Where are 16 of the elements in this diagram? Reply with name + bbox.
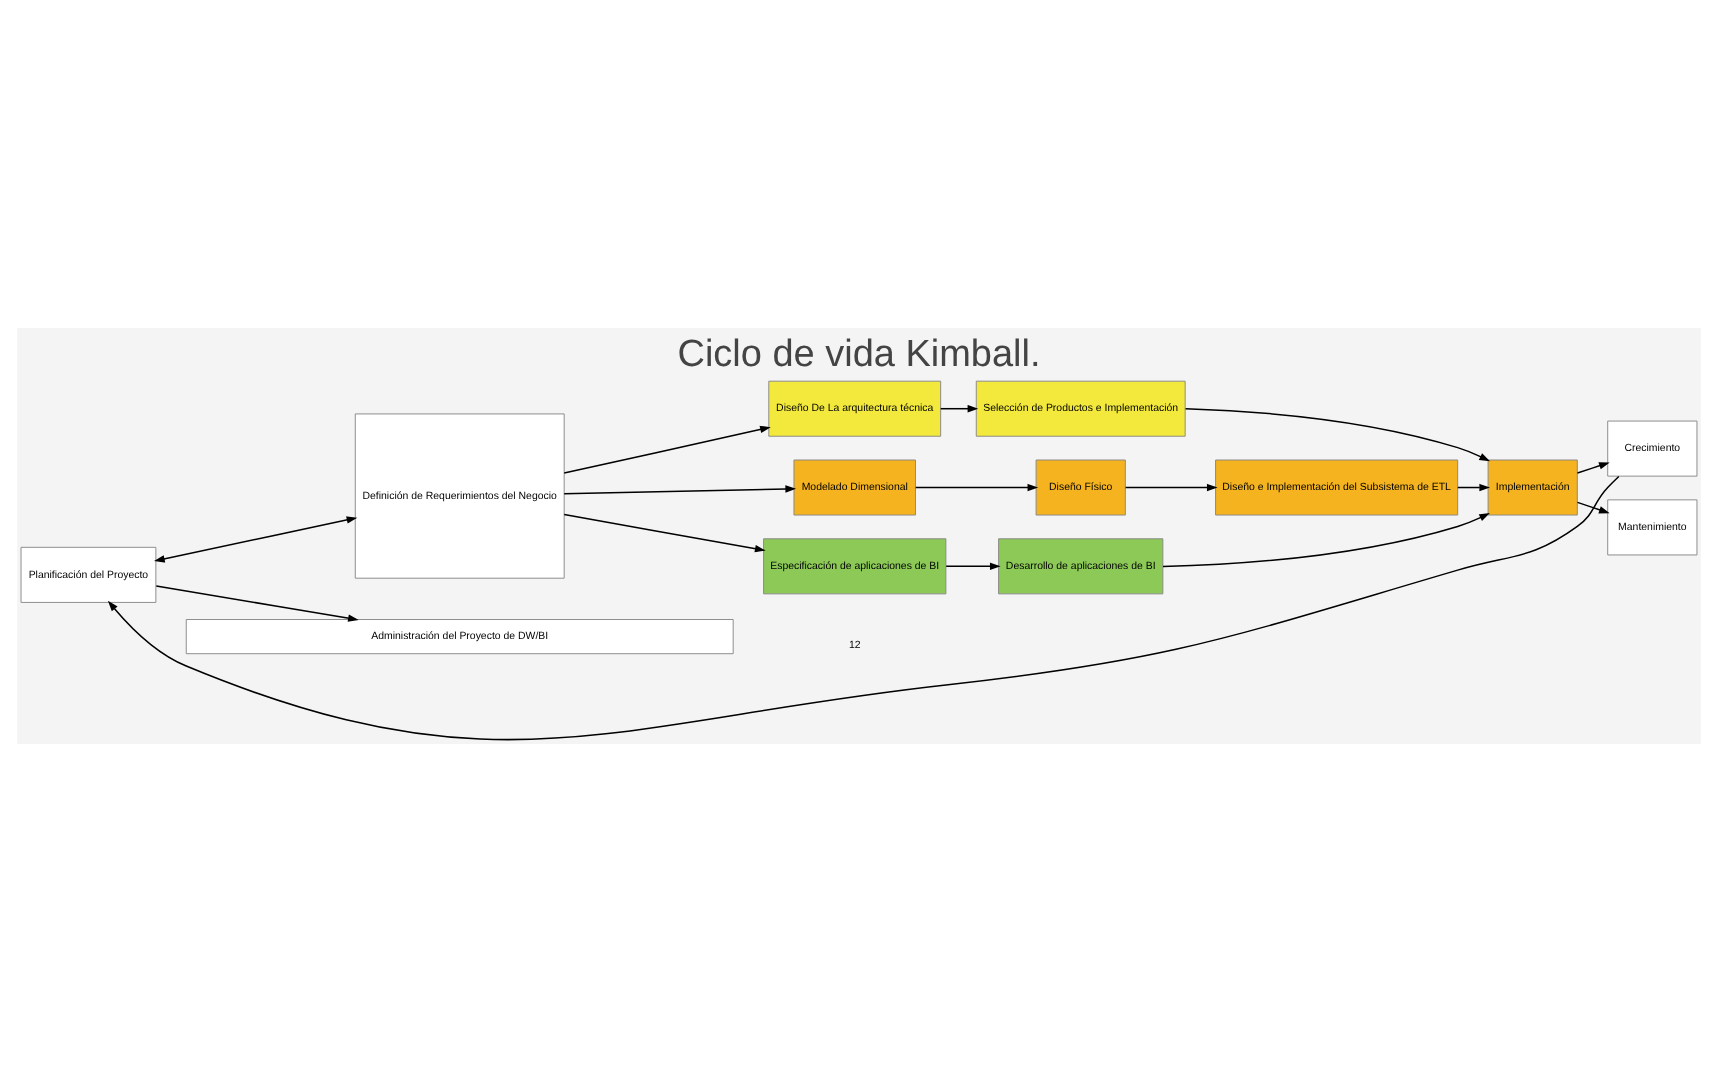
arrow bbox=[107, 474, 1620, 740]
arrow bbox=[914, 482, 1039, 491]
arrow bbox=[563, 484, 796, 494]
diagram-title: Ciclo de vida Kimball. bbox=[677, 332, 1041, 375]
arrow bbox=[563, 424, 771, 473]
arrow bbox=[1124, 482, 1218, 491]
arrow bbox=[1162, 512, 1490, 567]
arrow bbox=[1576, 500, 1610, 513]
arrow bbox=[945, 561, 1001, 570]
arrow bbox=[1184, 406, 1490, 461]
arrow bbox=[155, 584, 359, 621]
arrow bbox=[154, 515, 358, 562]
arrow bbox=[1576, 461, 1610, 473]
arrow bbox=[563, 512, 766, 552]
arrow bbox=[1457, 482, 1491, 491]
arrow bbox=[939, 403, 979, 412]
